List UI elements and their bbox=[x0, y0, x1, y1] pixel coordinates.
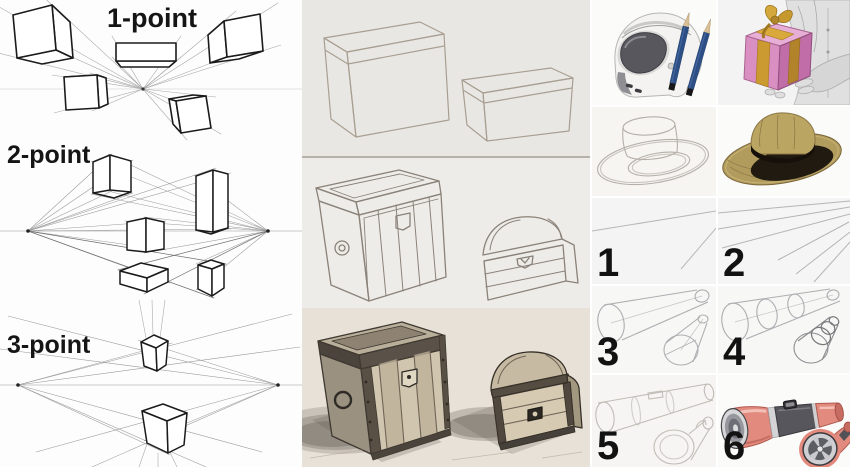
gift-box-drawing bbox=[743, 5, 813, 91]
step-number: 2 bbox=[723, 241, 746, 284]
pencils-drawing bbox=[668, 12, 711, 97]
step-guide-lines bbox=[592, 210, 716, 270]
cell-hat-sketch bbox=[592, 107, 716, 196]
hands-holding-gift-box-drawing bbox=[743, 0, 850, 105]
two-point-perspective-diagram bbox=[0, 153, 302, 299]
perspective-diagrams-drawing bbox=[0, 0, 302, 467]
treasure-chest-line-drawing bbox=[315, 169, 579, 302]
cell-step-4: 4 bbox=[718, 286, 850, 373]
step-converging-lines bbox=[718, 200, 850, 283]
cell-step-1: 1 bbox=[592, 198, 716, 284]
cell-step-3: 3 bbox=[592, 286, 716, 373]
chest-tutorial-panel bbox=[302, 0, 590, 467]
stage-3-shaded-drawing bbox=[302, 308, 590, 467]
cell-helmet-and-pencils bbox=[592, 0, 716, 105]
section-title-3-point: 3-point bbox=[7, 331, 91, 359]
step-number: 5 bbox=[597, 424, 620, 467]
treasure-chest-shaded-drawing bbox=[302, 321, 583, 462]
step-cylinder-sections bbox=[721, 288, 841, 364]
stage-1-box-sketch bbox=[302, 0, 590, 158]
section-title-1-point: 1-point bbox=[107, 3, 197, 33]
step-flashlight-outline bbox=[595, 383, 715, 465]
step-number: 4 bbox=[723, 330, 746, 373]
flashlight-side-view bbox=[720, 399, 844, 449]
section-title-2-point: 2-point bbox=[7, 141, 91, 169]
hat-construction-sketch bbox=[597, 116, 709, 186]
helmet-and-pencils-drawing bbox=[614, 12, 711, 98]
one-point-perspective-diagram bbox=[0, 0, 302, 141]
cell-step-6: 6 bbox=[718, 375, 850, 467]
cell-gift-box bbox=[718, 0, 850, 105]
stage-2-line-drawing bbox=[302, 158, 590, 308]
box-construction-pencil-sketch bbox=[323, 21, 574, 142]
cell-straw-hat bbox=[718, 107, 850, 196]
person-drawing bbox=[764, 0, 850, 105]
perspective-diagrams-panel: 1-point 2-point 3-point bbox=[0, 0, 302, 467]
step-number: 1 bbox=[597, 241, 620, 284]
straw-hat-drawing bbox=[722, 112, 842, 186]
cell-step-5: 5 bbox=[592, 375, 716, 467]
step-flashlight-colored bbox=[720, 399, 850, 467]
three-point-perspective-diagram bbox=[0, 299, 302, 467]
reference-grid-panel: 1 2 bbox=[590, 0, 850, 467]
flashlight-front-view bbox=[799, 421, 850, 467]
step-number: 3 bbox=[597, 330, 620, 373]
cell-step-2: 2 bbox=[718, 198, 850, 284]
step-cylinder-cone-outline bbox=[597, 289, 710, 366]
step-number: 6 bbox=[723, 424, 746, 467]
ribbon-bow bbox=[761, 5, 793, 39]
